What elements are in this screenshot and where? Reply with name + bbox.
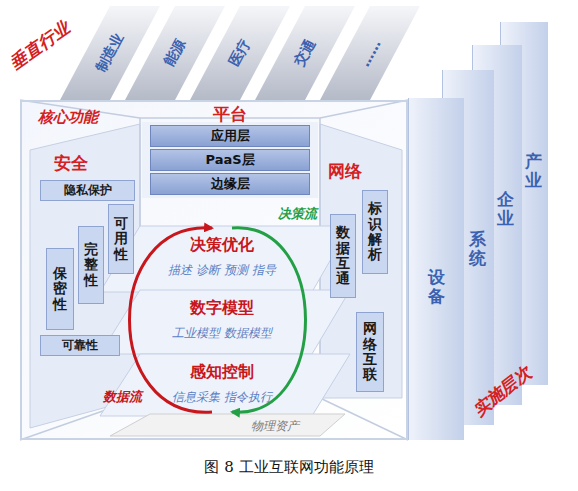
node-label: 网络互联: [363, 321, 377, 383]
platform-layer: PaaS层: [150, 149, 310, 171]
node-label: 决策优化: [190, 235, 254, 256]
node-label: 企业: [497, 190, 514, 227]
decision-flow-arrow: [232, 228, 306, 412]
industry-band: ……: [320, 6, 420, 100]
node-label: 隐私保护: [64, 182, 112, 199]
function-column: 保密性: [46, 248, 74, 330]
node-label: 数据互通: [336, 225, 350, 287]
flow-label: 决策流: [278, 205, 317, 223]
node-label: 可用性: [114, 216, 128, 262]
function-column: 数据互通: [330, 214, 356, 298]
node-label: 保密性: [53, 266, 67, 312]
node-label: 设备: [428, 268, 445, 305]
node-label: 应用层: [211, 127, 250, 145]
dimension-label: 垂直行业: [6, 17, 75, 75]
asset-plane: 物理资产: [232, 416, 318, 437]
function-group: 网络标识解析 数据互通网络互联: [322, 160, 402, 394]
node-label: PaaS层: [205, 151, 254, 169]
flow-label: 数据流: [103, 388, 142, 406]
function-strip: 隐私保护: [40, 180, 135, 201]
figure-caption: 图 8 工业互联网功能原理: [0, 458, 578, 477]
node-label: 标识解析: [368, 201, 382, 263]
group-heading: 核心功能: [38, 108, 98, 127]
core-function-cube: 核心功能 平台应用层 PaaS层边缘层 安全隐私保护可用性完整性保密性可靠性 网络标识解…: [20, 100, 408, 440]
platform-layer: 边缘层: [150, 173, 310, 195]
function-column: 可用性: [108, 204, 134, 274]
data-flow-arrow: [130, 228, 213, 412]
group-heading: 安全: [54, 152, 88, 175]
node-label: 数字模型: [190, 298, 254, 319]
group-heading: 平台: [213, 103, 247, 126]
platform-layer: 应用层: [150, 125, 310, 147]
node-label: 可靠性: [62, 337, 98, 354]
group-heading: 网络: [328, 160, 362, 183]
implementation-panel: 设备: [408, 98, 464, 440]
node-label: 产业: [525, 152, 542, 189]
node-detail: 信息采集 指令执行: [172, 389, 272, 406]
function-strip: 可靠性: [40, 335, 120, 356]
node-label: 物理资产: [251, 418, 299, 435]
node-detail: 工业模型 数据模型: [172, 325, 272, 342]
node-label: 感知控制: [190, 362, 254, 383]
function-column: 标识解析: [362, 190, 388, 274]
node-label: 完整性: [84, 242, 98, 288]
function-layer: 数字模型工业模型 数据模型: [162, 292, 282, 348]
function-layer: 感知控制信息采集 指令执行: [162, 356, 282, 412]
function-group: 平台应用层 PaaS层边缘层: [140, 103, 320, 199]
node-detail: 描述 诊断 预测 指导: [168, 262, 275, 279]
function-column: 完整性: [78, 226, 104, 304]
function-group: 安全隐私保护可用性完整性保密性可靠性: [28, 152, 140, 422]
function-layer: 决策优化描述 诊断 预测 指导: [162, 228, 282, 286]
node-label: 系统: [469, 230, 486, 267]
node-label: 边缘层: [211, 175, 250, 193]
function-column: 网络互联: [356, 312, 384, 392]
